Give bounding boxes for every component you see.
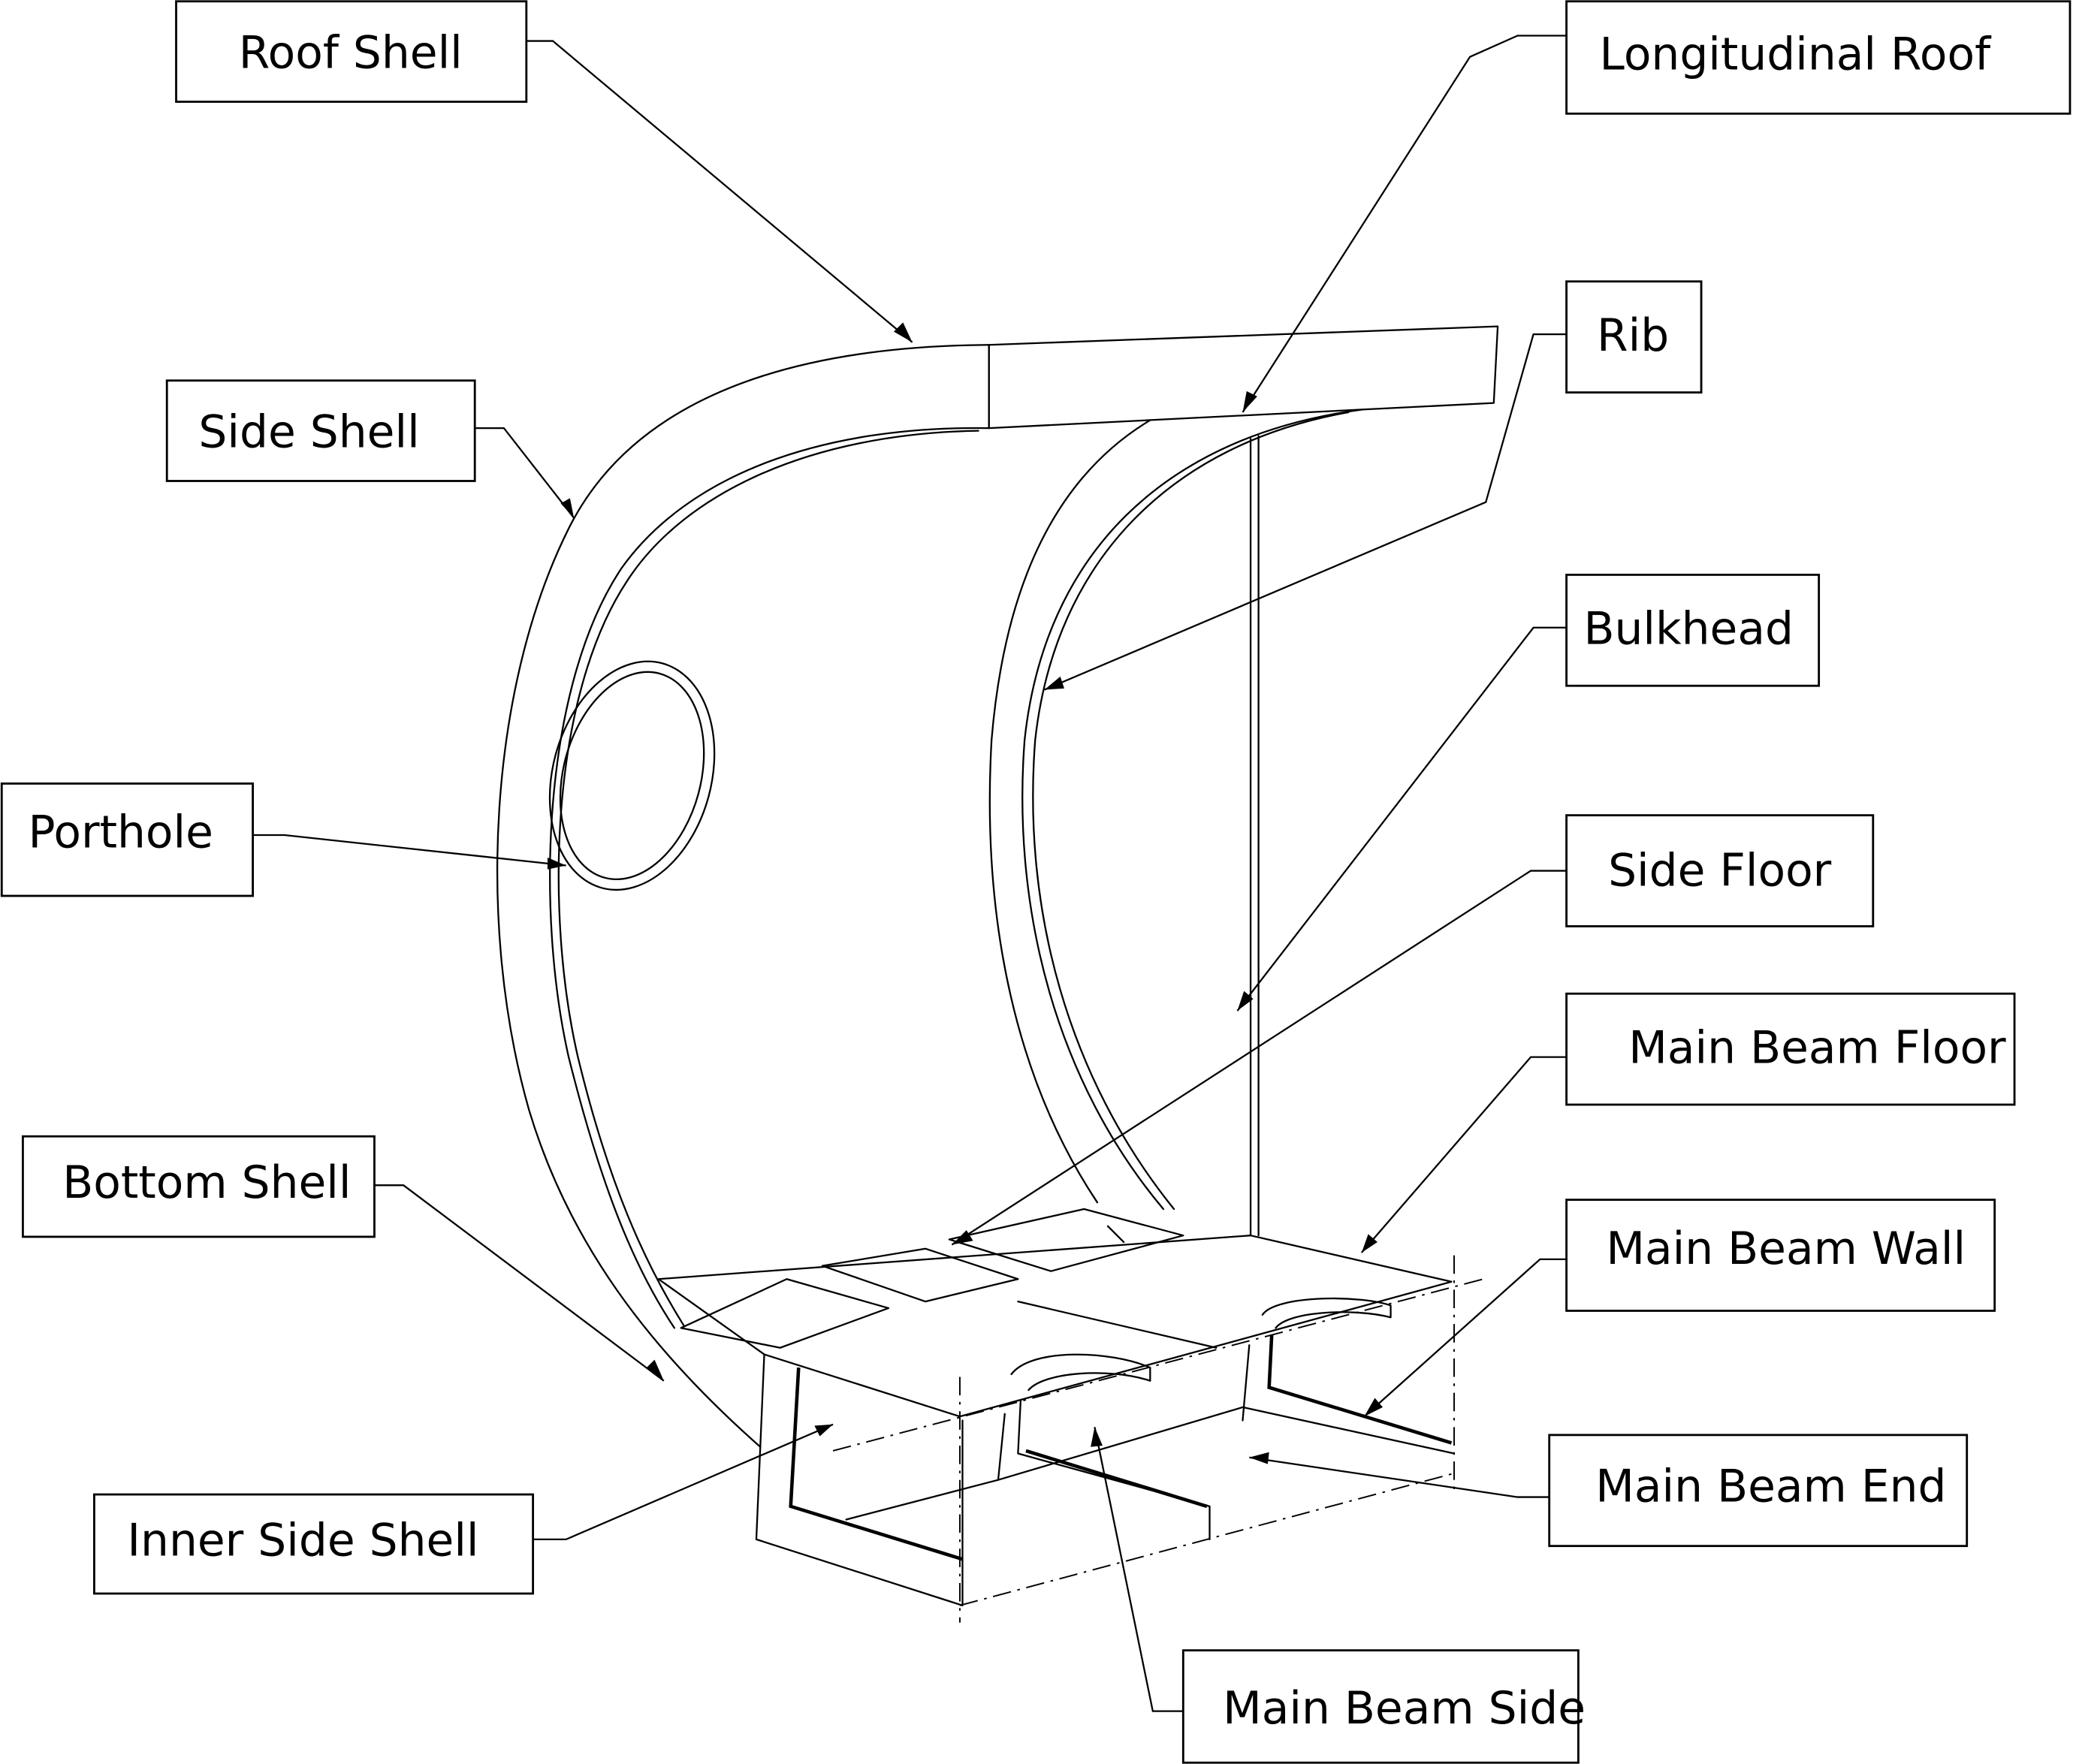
label-text: Bottom Shell — [62, 1156, 351, 1209]
arrow-porthole — [547, 857, 566, 870]
deck-divider — [1017, 1301, 1218, 1349]
leader-main-beam-wall — [1363, 1258, 1567, 1418]
leader-rib — [1044, 333, 1567, 691]
centerline-3 — [832, 1278, 1483, 1452]
label-text: Main Beam End — [1595, 1461, 1946, 1513]
arrow-main-beam-end — [1249, 1452, 1269, 1464]
label-text: Rib — [1597, 309, 1669, 362]
label-bulkhead: Bulkhead — [1565, 573, 1821, 687]
main-beam-wall — [1242, 1344, 1251, 1422]
label-rib: Rib — [1565, 280, 1703, 394]
main-beam-side — [1017, 1399, 1211, 1541]
arrow-inner-side-shell — [814, 1424, 834, 1437]
label-text: Inner Side Shell — [127, 1515, 478, 1567]
label-main-beam-wall: Main Beam Wall — [1565, 1199, 1996, 1312]
centerline-4 — [959, 1472, 1455, 1606]
leader-porthole — [252, 834, 566, 867]
leader-side-shell — [473, 427, 575, 519]
label-text: Porthole — [28, 807, 213, 859]
arrow-rib — [1044, 676, 1064, 690]
longitudinal-roof — [988, 325, 1499, 430]
leader-roof-shell — [526, 40, 913, 343]
label-text: Main Beam Floor — [1628, 1021, 2006, 1074]
arrow-main-beam-floor — [1361, 1234, 1377, 1253]
label-text: Main Beam Side — [1223, 1682, 1586, 1735]
label-bottom-shell: Bottom Shell — [22, 1135, 376, 1238]
floor-mark — [1106, 1225, 1125, 1244]
side-floor-panel-2 — [821, 1247, 1019, 1303]
porthole-inner — [559, 671, 705, 881]
label-porthole: Porthole — [0, 782, 254, 897]
arrow-main-beam-wall — [1364, 1398, 1384, 1417]
arrow-longitudinal-roof — [1242, 390, 1257, 412]
main-beam-end — [845, 1413, 1006, 1521]
leader-main-beam-floor — [1360, 1056, 1567, 1253]
arrow-side-floor — [952, 1230, 973, 1245]
label-text: Main Beam Wall — [1606, 1223, 1966, 1275]
main-beam-wall-thick — [1267, 1334, 1453, 1445]
floor-deck — [657, 1235, 1453, 1418]
side-floor-panel-3 — [948, 1208, 1184, 1272]
porthole-outer — [548, 660, 716, 891]
label-text: Side Floor — [1608, 845, 1832, 897]
inner-side-shell — [755, 1353, 964, 1606]
roof-shell-inner2 — [557, 430, 979, 1326]
rib-inner2 — [1032, 411, 1350, 1211]
leader-main-beam-side — [1094, 1427, 1184, 1712]
arrow-main-beam-side — [1091, 1427, 1103, 1447]
leader-inner-side-shell — [533, 1423, 834, 1541]
arrow-side-shell — [560, 498, 575, 518]
arrow-roof-shell — [893, 322, 913, 342]
leaders — [252, 35, 1567, 1712]
side-floor-panel-1 — [680, 1278, 890, 1349]
label-text: Bulkhead — [1583, 603, 1794, 656]
label-text: Longitudinal Roof — [1600, 28, 1993, 80]
label-longitudinal-roof: Longitudinal Roof — [1565, 0, 2071, 115]
leader-side-floor — [951, 870, 1567, 1246]
arrow-bulkhead — [1237, 991, 1254, 1012]
beam-cutout-1 — [1010, 1353, 1151, 1392]
label-inner-side-shell: Inner Side Shell — [93, 1493, 535, 1595]
leader-bottom-shell — [374, 1184, 665, 1382]
rib-outer — [988, 419, 1151, 1204]
roof-shell-inner — [549, 427, 990, 1329]
main-beam-side-thick — [1025, 1449, 1208, 1509]
label-main-beam-end: Main Beam End — [1548, 1434, 1969, 1548]
label-text: Roof Shell — [239, 26, 463, 79]
arrow-bottom-shell — [646, 1359, 664, 1381]
leader-bulkhead — [1236, 626, 1567, 1012]
label-side-floor: Side Floor — [1565, 814, 1875, 927]
label-main-beam-floor: Main Beam Floor — [1565, 992, 2016, 1106]
leader-main-beam-end — [1249, 1456, 1549, 1498]
label-roof-shell: Roof Shell — [175, 0, 528, 103]
rib-inner — [1021, 409, 1362, 1211]
label-text: Side Shell — [198, 406, 419, 458]
hull-drawing — [496, 325, 1499, 1623]
label-side-shell: Side Shell — [165, 379, 476, 482]
label-main-beam-side: Main Beam Side — [1181, 1649, 1586, 1764]
leader-longitudinal-roof — [1242, 35, 1567, 413]
inner-side-shell-inner — [789, 1367, 964, 1561]
main-beam-end-2 — [997, 1406, 1456, 1481]
beam-cutout-2 — [1261, 1297, 1392, 1329]
roof-shell-outer — [496, 344, 990, 1448]
